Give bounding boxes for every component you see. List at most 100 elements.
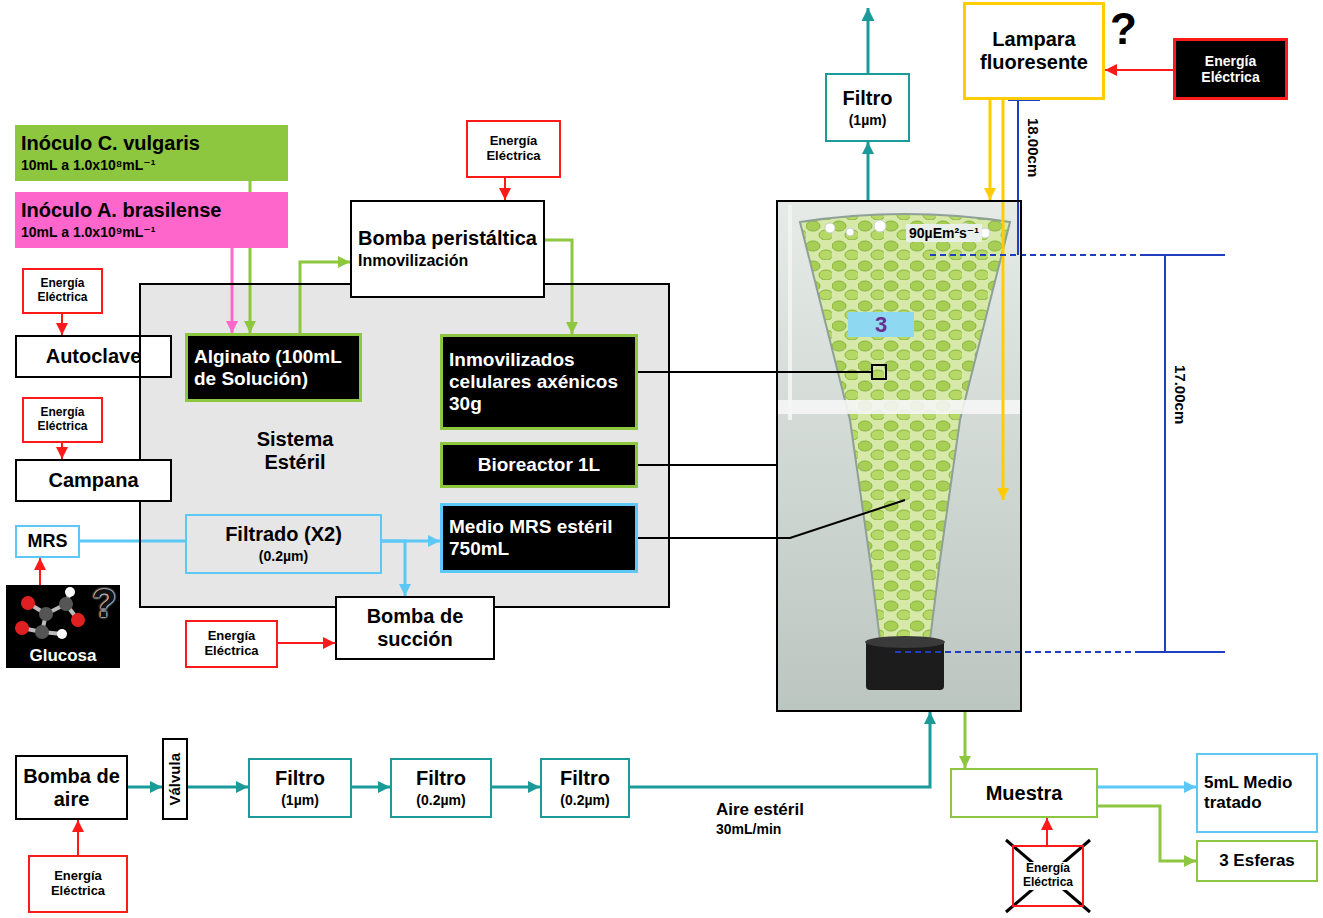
device-box: Bomba de succión xyxy=(335,596,495,660)
dimension-label: 17.00cm xyxy=(1172,365,1189,424)
material-box: Bioreactor 1L xyxy=(440,442,638,488)
material-box: Alginato (100mL de Solución) xyxy=(185,333,362,402)
flow-arrow xyxy=(382,541,405,596)
sample-box: Muestra xyxy=(950,768,1098,818)
node-text: Bomba de succión xyxy=(343,605,487,651)
node-text: Medio MRS estéril 750mL xyxy=(449,516,629,560)
molecule-bonds xyxy=(22,592,78,634)
node-text: Sistema Estéril xyxy=(240,428,350,474)
hydrogen-atom xyxy=(65,587,75,597)
flow-arrow xyxy=(77,820,79,855)
flow-arrow xyxy=(638,464,776,466)
power-box: Energía Eléctrica xyxy=(1173,38,1288,100)
node-text: (1µm) xyxy=(849,112,887,128)
flow-arrow xyxy=(1105,69,1173,71)
node-text: Bioreactor 1L xyxy=(478,454,600,476)
carbon-atom xyxy=(35,625,49,639)
carbon-atom xyxy=(59,597,73,611)
node-text: Bomba peristáltica xyxy=(358,227,537,250)
material-box: Inmovilizados celulares axénicos 30g xyxy=(440,334,638,430)
carbon-atom xyxy=(39,607,53,621)
power-box: Energía Eléctrica xyxy=(185,620,278,668)
material-box: Medio MRS estéril 750mL xyxy=(440,503,638,573)
oxygen-atom xyxy=(15,621,29,635)
node-text: 3 xyxy=(848,312,914,337)
cross-out xyxy=(1006,840,1090,912)
node-text: (0.2µm) xyxy=(416,792,465,808)
tubing xyxy=(788,205,792,420)
node-text: Bomba de aire xyxy=(23,765,120,811)
node-text: (0.2µm) xyxy=(259,548,308,564)
power-box: Energía Eléctrica xyxy=(466,120,561,178)
flow-arrow xyxy=(492,786,540,789)
system-panel: Sistema Estéril Alginato (100mL de Soluci… xyxy=(139,283,670,608)
node-text: (1µm) xyxy=(281,792,319,808)
photo-panel: 90µEm²s⁻¹3 xyxy=(776,200,1022,712)
flow-arrow xyxy=(231,248,234,333)
node-text: (0.2µm) xyxy=(560,792,609,808)
node-text: Inmovilización xyxy=(358,252,468,270)
tape xyxy=(776,400,1022,414)
flow-arrow xyxy=(545,240,572,334)
device-box: Bomba peristálticaInmovilización xyxy=(350,200,545,298)
medium-box: MRS xyxy=(15,525,80,558)
flow-arrow xyxy=(638,537,776,539)
flow-arrow xyxy=(278,642,335,644)
node-text: Energía Eléctrica xyxy=(1182,53,1279,85)
hydrogen-atom xyxy=(57,629,67,639)
node-text: 3 Esferas xyxy=(1219,851,1295,871)
inoculum-box: Inóculo A. brasilense 10mL a 1.0x10⁹mL⁻¹ xyxy=(15,192,288,248)
flow-arrow xyxy=(1046,818,1048,845)
node-text: Muestra xyxy=(986,782,1063,805)
power-box: Energía Eléctrica xyxy=(28,855,128,913)
flow-arrow xyxy=(61,314,63,335)
flow-arrow xyxy=(867,142,870,200)
bead-marker xyxy=(872,365,886,379)
flow-arrow xyxy=(638,371,776,373)
flow-arrow xyxy=(1098,806,1196,861)
flow-arrow xyxy=(352,786,390,789)
flow-arrow xyxy=(504,178,506,200)
node-text: Energía Eléctrica xyxy=(474,134,553,164)
dimension-label: 18.00cm xyxy=(1025,118,1042,177)
flow-arrow xyxy=(39,558,41,585)
flow-arrow xyxy=(128,786,162,789)
power-box: Energía Eléctrica xyxy=(22,268,103,314)
node-text: Energía Eléctrica xyxy=(30,406,95,434)
flow-arrow xyxy=(61,443,63,459)
flow-arrow xyxy=(1098,786,1196,789)
device-box: Bomba de aire xyxy=(15,755,128,820)
node-text: Lampara fluoresente xyxy=(972,28,1096,74)
filter-box: Filtrado (X2) (0.2µm) xyxy=(185,514,382,574)
flow-arrow xyxy=(964,712,967,768)
flow-label: Aire estéril xyxy=(716,800,804,820)
node-text: 10mL a 1.0x10⁹mL⁻¹ xyxy=(21,224,155,240)
bioreactor-photo xyxy=(776,200,1022,712)
leader-line xyxy=(776,371,872,373)
valve-box: Válvula xyxy=(162,738,188,820)
node-text: Energía Eléctrica xyxy=(36,869,120,899)
node-text: Filtro xyxy=(275,767,325,790)
node-text: Campana xyxy=(48,469,138,492)
node-text: Válvula xyxy=(166,753,183,806)
node-text: Inóculo A. brasilense xyxy=(21,199,221,222)
power-box: Energía Eléctrica xyxy=(22,397,103,443)
node-text: Filtro xyxy=(843,87,893,110)
conical-flask xyxy=(800,214,1010,640)
flow-arrow xyxy=(80,540,185,543)
node-text: Filtro xyxy=(416,767,466,790)
node-text: Filtrado (X2) xyxy=(225,523,342,546)
filter-box: Filtro(0.2µm) xyxy=(540,758,630,818)
node-text: Glucosa xyxy=(29,646,96,666)
question-mark: ? xyxy=(1110,4,1137,55)
node-text: Inmovilizados celulares axénicos 30g xyxy=(449,349,629,415)
node-text: Energía Eléctrica xyxy=(30,277,95,305)
node-text: MRS xyxy=(28,531,68,552)
node-text: Energía Eléctrica xyxy=(1017,862,1079,890)
air-exhaust-arrow xyxy=(867,8,870,73)
filter-box: Filtro (1µm) xyxy=(825,73,910,142)
photo-ground xyxy=(776,200,1022,712)
node-text: Inóculo C. vulgaris xyxy=(21,132,200,155)
holder-ring xyxy=(865,636,945,648)
